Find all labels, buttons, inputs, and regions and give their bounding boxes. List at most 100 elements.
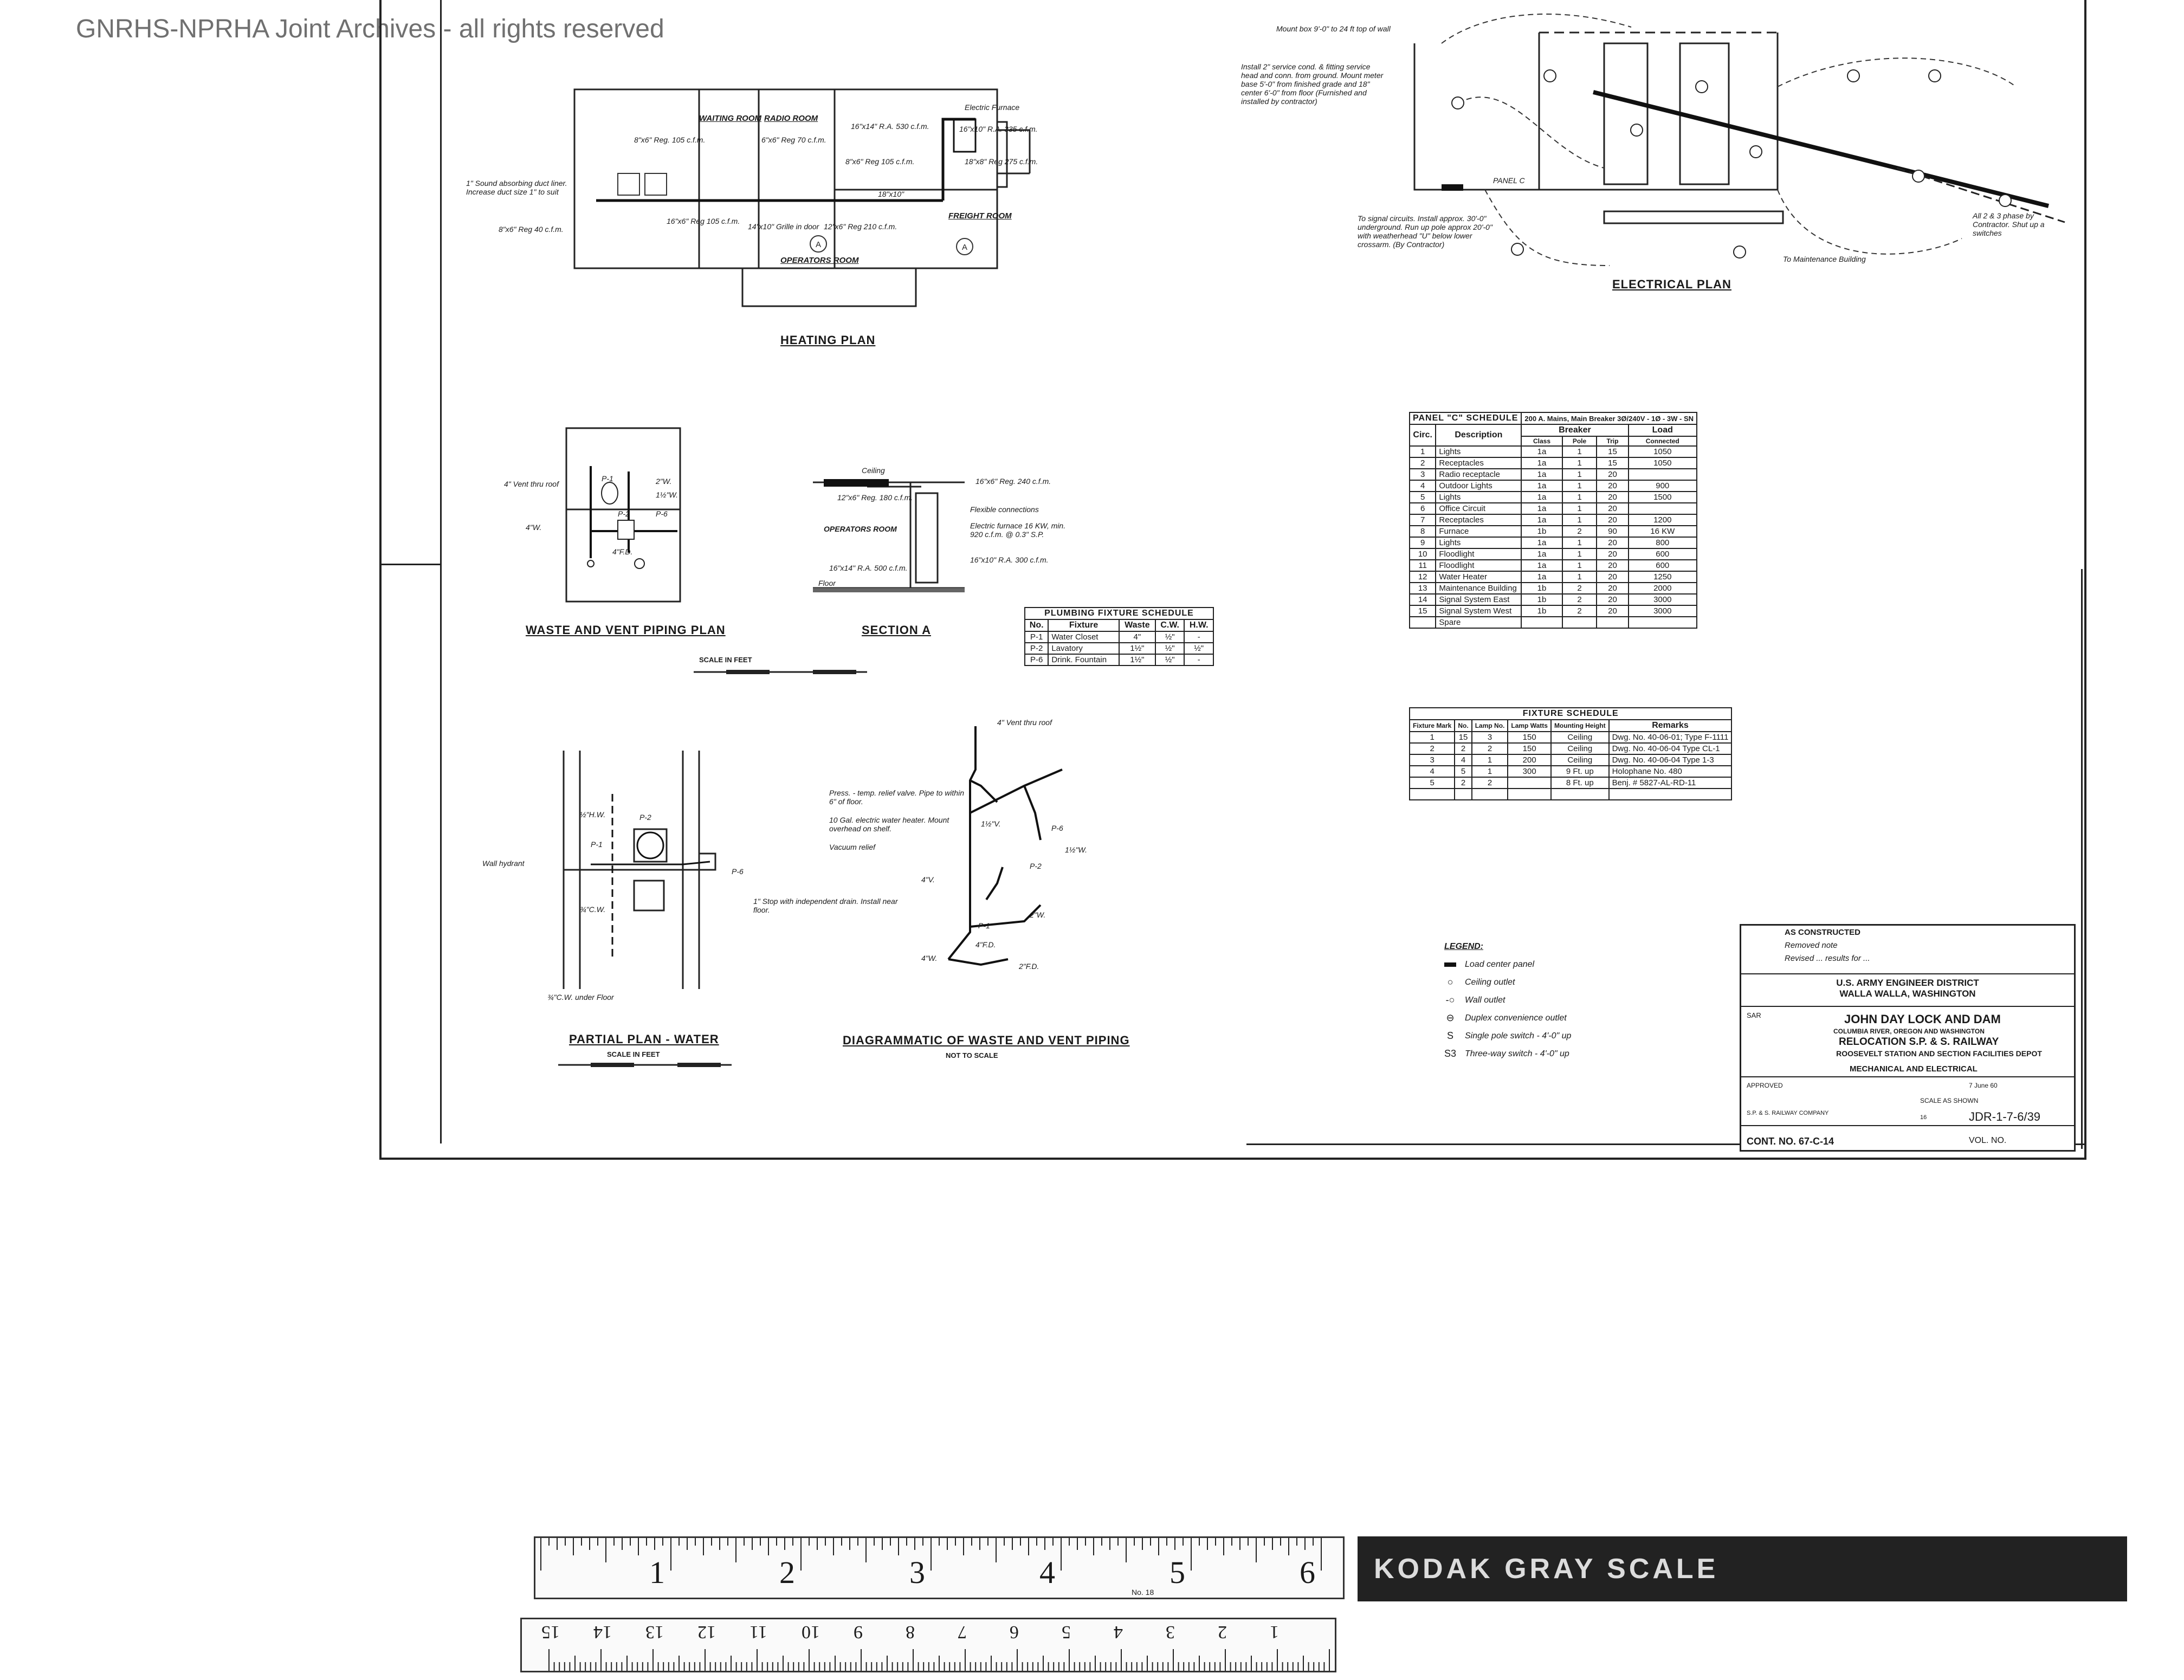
heating-plan-drawing: A A <box>455 43 1138 325</box>
three-way-switch-icon: S3 <box>1444 1048 1457 1059</box>
panel-schedule-cell: 1a <box>1521 537 1563 549</box>
panel-schedule-cell: 20 <box>1596 502 1629 515</box>
fixture-schedule-cell: Dwg. No. 40-06-04 Type 1-3 <box>1608 754 1733 766</box>
plumbing-schedule-cell: 1½" <box>1118 654 1156 666</box>
cm-label: 12 <box>697 1622 716 1642</box>
fixture-schedule-cell: 4 <box>1454 754 1472 766</box>
panel-subcol-trip: Trip <box>1596 436 1629 447</box>
water-note-hw: ½"H.W. <box>580 810 606 819</box>
panel-schedule-cell: 1050 <box>1627 445 1698 458</box>
section-note-reg1: 12"x6" Reg. 180 c.f.m. <box>837 493 913 502</box>
panel-col-breaker: Breaker <box>1521 424 1629 437</box>
heating-note-11: 12"x6" Reg 210 c.f.m. <box>824 222 897 231</box>
panel-schedule-cell <box>1627 616 1698 629</box>
fixture-schedule-cell: 1 <box>1471 765 1509 778</box>
plumbing-schedule-cell: - <box>1184 654 1214 666</box>
waste-note-fd: 4"F.D. <box>612 547 633 556</box>
water-note-p2: P-2 <box>639 813 651 822</box>
fixture-schedule-cell: 5 <box>1408 777 1456 789</box>
fixture-schedule-cell: 15 <box>1454 731 1472 744</box>
waste-vent-plan-title: WASTE AND VENT PIPING PLAN <box>526 623 726 637</box>
panel-schedule-cell: 20 <box>1596 593 1629 606</box>
waste-note-p6: P-6 <box>656 509 668 518</box>
water-note-p6: P-6 <box>732 867 744 876</box>
panel-schedule-cell: 1a <box>1521 491 1563 503</box>
water-note-stop: 1" Stop with independent drain. Install … <box>753 897 898 914</box>
legend-item-wall: -○ Wall outlet <box>1444 991 1571 1009</box>
panel-schedule-row: Spare <box>1408 616 1698 629</box>
partial-plan-scale-bar <box>558 1063 732 1067</box>
inch-label: 3 <box>909 1555 925 1590</box>
plumbing-schedule-cell: 1½" <box>1118 642 1156 655</box>
scale-bar <box>694 670 867 674</box>
inch-label: 5 <box>1169 1555 1185 1590</box>
drawing-number: JDR-1-7-6/39 <box>1969 1110 2041 1123</box>
fixture-col-watts: Lamp Watts <box>1507 719 1552 732</box>
diag-note-p6: P-6 <box>1051 824 1063 832</box>
electrical-plan-title: ELECTRICAL PLAN <box>1612 277 1731 291</box>
panel-schedule-cell: 1500 <box>1627 491 1698 503</box>
project-name: JOHN DAY LOCK AND DAM <box>1844 1012 2001 1026</box>
panel-schedule-cell: 12 <box>1408 571 1437 583</box>
water-note-relief: Press. - temp. relief valve. Pipe to wit… <box>829 789 964 806</box>
plumbing-col-cw: C.W. <box>1154 619 1185 632</box>
partial-plan-water-drawing <box>558 751 759 989</box>
section-note-ra2: 16"x10" R.A. 300 c.f.m. <box>970 555 1049 564</box>
fixture-col-mounting: Mounting Height <box>1550 719 1610 732</box>
panel-schedule-cell: Floodlight <box>1435 548 1522 560</box>
panel-schedule-cell <box>1596 616 1629 629</box>
panel-schedule-cell: Lights <box>1435 491 1522 503</box>
section-a-drawing <box>813 479 965 592</box>
revision-block: AS CONSTRUCTED Removed note Revised ... … <box>1741 926 2074 974</box>
sheet-left-tick <box>379 564 442 565</box>
heating-note-13: 8"x6" Reg 40 c.f.m. <box>499 225 564 234</box>
electrical-note-maintenance: To Maintenance Building <box>1783 255 1866 263</box>
plumbing-col-no: No. <box>1024 619 1049 632</box>
fixture-schedule-cell: 5 <box>1454 765 1472 778</box>
panel-schedule-cell: 20 <box>1596 514 1629 526</box>
section-note-furnace: Electric furnace 16 KW, min. 920 c.f.m. … <box>970 521 1066 539</box>
fixture-schedule-cell <box>1507 777 1552 789</box>
heating-note-4: Electric Furnace <box>965 103 1020 112</box>
panel-schedule-cell: 800 <box>1627 537 1698 549</box>
section-a-title: SECTION A <box>862 623 931 637</box>
panel-schedule-cell: Spare <box>1435 616 1522 629</box>
fixture-schedule-cell: 2 <box>1454 777 1472 789</box>
panel-schedule-cell: 2 <box>1561 605 1598 617</box>
panel-schedule-cell: Lights <box>1435 537 1522 549</box>
single-pole-switch-icon: S <box>1446 1030 1453 1041</box>
panel-schedule-cell: 1 <box>1561 445 1598 458</box>
panel-schedule-cell <box>1561 616 1598 629</box>
panel-schedule-cell <box>1627 502 1698 515</box>
diag-note-4w: 4"W. <box>921 954 938 962</box>
waste-note-hw: 1½"W. <box>656 490 679 499</box>
approval-block: APPROVED S.P. & S. RAILWAY COMPANY 7 Jun… <box>1741 1077 2074 1126</box>
plumbing-schedule-cell: ½" <box>1154 642 1185 655</box>
drawing-subject: MECHANICAL AND ELECTRICAL <box>1850 1064 1978 1074</box>
partial-plan-water-title: PARTIAL PLAN - WATER <box>569 1032 719 1046</box>
panel-schedule-cell: 2 <box>1561 582 1598 595</box>
gray-scale-label: KODAK GRAY SCALE <box>1374 1553 1719 1585</box>
room-label-operators: OPERATORS ROOM <box>780 256 859 265</box>
panel-schedule-cell: 9 <box>1408 537 1437 549</box>
panel-schedule-cell: 1a <box>1521 559 1563 572</box>
cm-label: 8 <box>906 1622 915 1642</box>
panel-schedule-cell: 1 <box>1561 491 1598 503</box>
legend-label: Duplex convenience outlet <box>1465 1013 1567 1023</box>
plumbing-col-hw: H.W. <box>1184 619 1214 632</box>
fixture-schedule-cell: 1 <box>1471 754 1509 766</box>
approved-label: APPROVED <box>1747 1082 1783 1089</box>
panel-schedule-cell: 1200 <box>1627 514 1698 526</box>
cm-label: 14 <box>593 1622 612 1642</box>
panel-schedule-cell: Water Heater <box>1435 571 1522 583</box>
